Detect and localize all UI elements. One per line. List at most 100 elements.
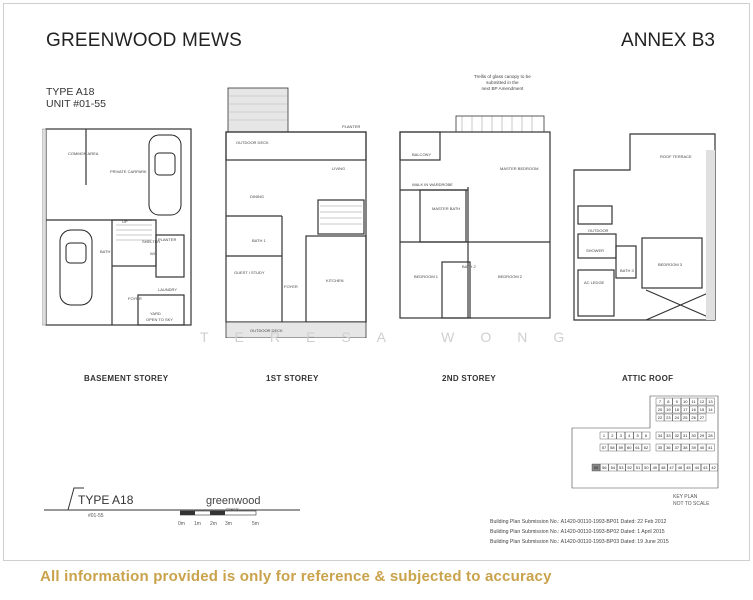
key-plan-unit bbox=[641, 443, 651, 452]
key-plan-legend: KEY PLAN NOT TO SCALE bbox=[673, 494, 710, 507]
key-plan-unit bbox=[680, 431, 690, 440]
scale-label: 0m bbox=[178, 521, 185, 527]
key-plan-unit-label: 13 bbox=[708, 399, 713, 404]
key-plan-unit-label: 37 bbox=[675, 445, 680, 450]
key-plan-unit bbox=[655, 405, 665, 414]
room-label: MASTER BEDROOM bbox=[500, 166, 538, 171]
key-plan-unit bbox=[684, 463, 693, 472]
key-plan-unit bbox=[706, 397, 715, 406]
key-plan-unit-label: 22 bbox=[658, 415, 663, 420]
key-plan-unit bbox=[600, 463, 609, 472]
room-label: OUTDOOR bbox=[588, 228, 609, 233]
key-plan-unit-label: 56 bbox=[602, 465, 607, 470]
room-label: DINING bbox=[250, 194, 264, 199]
room-label: BATH bbox=[100, 249, 110, 254]
key-plan-unit-label: 9 bbox=[676, 399, 679, 404]
first-storey-plan: OUTDOOR DECK PLANTER LIVING DINING BATH … bbox=[222, 86, 370, 338]
unit-type-block: TYPE A18 UNIT #01-55 bbox=[46, 86, 106, 110]
room-label: LAUNDRY bbox=[158, 287, 177, 292]
scale-label: 1m bbox=[194, 521, 201, 527]
key-plan-unit bbox=[664, 413, 673, 422]
key-plan-unit bbox=[599, 443, 609, 452]
key-plan-unit-label: 32 bbox=[675, 433, 680, 438]
plan-caption-first: 1ST STOREY bbox=[266, 374, 319, 383]
brand-logo: greenwood bbox=[206, 495, 261, 507]
key-plan-unit bbox=[706, 443, 715, 452]
key-plan-unit-label: 12 bbox=[700, 399, 705, 404]
key-plan-unit bbox=[655, 397, 665, 406]
key-plan-unit bbox=[697, 397, 707, 406]
key-plan-unit-label: 55 bbox=[594, 465, 599, 470]
unit-number: UNIT #01-55 bbox=[46, 98, 106, 110]
key-plan-unit-label: 3 bbox=[620, 433, 623, 438]
room-label: BATH 2 bbox=[462, 264, 476, 269]
title-rule bbox=[44, 487, 300, 511]
key-plan-unit-label: 41 bbox=[708, 445, 713, 450]
key-plan-unit-label: 44 bbox=[695, 465, 700, 470]
key-plan-unit-label: 62 bbox=[644, 445, 649, 450]
key-plan-unit-label: 28 bbox=[708, 433, 713, 438]
key-plan-unit bbox=[658, 463, 668, 472]
key-plan-unit bbox=[655, 443, 665, 452]
brand-logo-sub: mews bbox=[226, 507, 240, 513]
key-plan-unit-label: 51 bbox=[636, 465, 641, 470]
key-plan-unit bbox=[633, 443, 642, 452]
key-plan-unit-label: 40 bbox=[700, 445, 705, 450]
unit-type: TYPE A18 bbox=[46, 86, 95, 98]
scale-label: 5m bbox=[252, 521, 259, 527]
key-plan-unit bbox=[591, 463, 601, 472]
key-plan-unit-label: 8 bbox=[667, 399, 670, 404]
disclaimer: All information provided is only for ref… bbox=[40, 568, 552, 585]
scale-label: 3m bbox=[225, 521, 232, 527]
key-plan-unit bbox=[706, 431, 715, 440]
key-plan-unit bbox=[672, 413, 682, 422]
key-plan-unit-label: 48 bbox=[661, 465, 666, 470]
key-plan-unit bbox=[675, 463, 685, 472]
room-label: BEDROOM 1 bbox=[414, 274, 439, 279]
key-plan-unit-label: 5 bbox=[636, 433, 639, 438]
key-plan-unit-label: 47 bbox=[669, 465, 674, 470]
plan-caption-second: 2ND STOREY bbox=[442, 374, 496, 383]
key-plan-unit-label: 25 bbox=[683, 415, 688, 420]
key-plan-unit-label: 61 bbox=[635, 445, 640, 450]
room-label: PLANTER bbox=[342, 124, 361, 129]
key-plan-unit-label: 36 bbox=[666, 445, 671, 450]
key-plan-unit bbox=[680, 413, 690, 422]
room-label: BALCONY bbox=[412, 152, 431, 157]
building-plan-submissions: Building Plan Submission No.: A1420-0011… bbox=[490, 519, 669, 545]
key-plan-unit bbox=[650, 463, 660, 472]
room-label: SHELTER bbox=[142, 239, 160, 244]
key-plan-unit bbox=[633, 463, 643, 472]
key-plan-unit-label: 7 bbox=[659, 399, 662, 404]
key-plan-unit-label: 54 bbox=[611, 465, 616, 470]
room-label: OUTDOOR DECK bbox=[236, 140, 269, 145]
room-label: YARD bbox=[150, 311, 161, 316]
room-label: BATH 3 bbox=[620, 268, 634, 273]
room-label: SHOWER bbox=[586, 248, 604, 253]
key-plan-unit bbox=[680, 397, 690, 406]
room-label: PRIVATE CARPARK bbox=[110, 169, 147, 174]
key-plan-unit bbox=[616, 431, 625, 440]
key-plan-unit bbox=[616, 443, 625, 452]
key-plan-unit bbox=[625, 443, 634, 452]
room-label: COMMON AREA bbox=[68, 151, 99, 156]
key-plan-unit-label: 10 bbox=[683, 399, 688, 404]
project-title: GREENWOOD MEWS bbox=[46, 30, 242, 51]
key-plan-unit-label: 29 bbox=[700, 433, 705, 438]
key-plan-unit-label: 16 bbox=[691, 407, 696, 412]
key-plan-unit-label: 45 bbox=[686, 465, 691, 470]
key-plan-unit-label: 33 bbox=[666, 433, 671, 438]
key-plan-unit bbox=[697, 405, 707, 414]
key-plan-unit bbox=[706, 405, 715, 414]
room-label: OUTDOOR DECK bbox=[250, 328, 283, 333]
room-label: WALK IN WARDROBE bbox=[412, 182, 453, 187]
key-plan-unit-label: 57 bbox=[602, 445, 607, 450]
key-plan-unit bbox=[672, 397, 682, 406]
key-plan-unit bbox=[664, 443, 673, 452]
key-plan-unit bbox=[617, 463, 626, 472]
key-plan-unit bbox=[700, 463, 710, 472]
key-plan-unit bbox=[599, 431, 609, 440]
key-plan-unit bbox=[641, 431, 651, 440]
key-plan-unit-label: 53 bbox=[619, 465, 624, 470]
key-plan-unit bbox=[697, 413, 707, 422]
